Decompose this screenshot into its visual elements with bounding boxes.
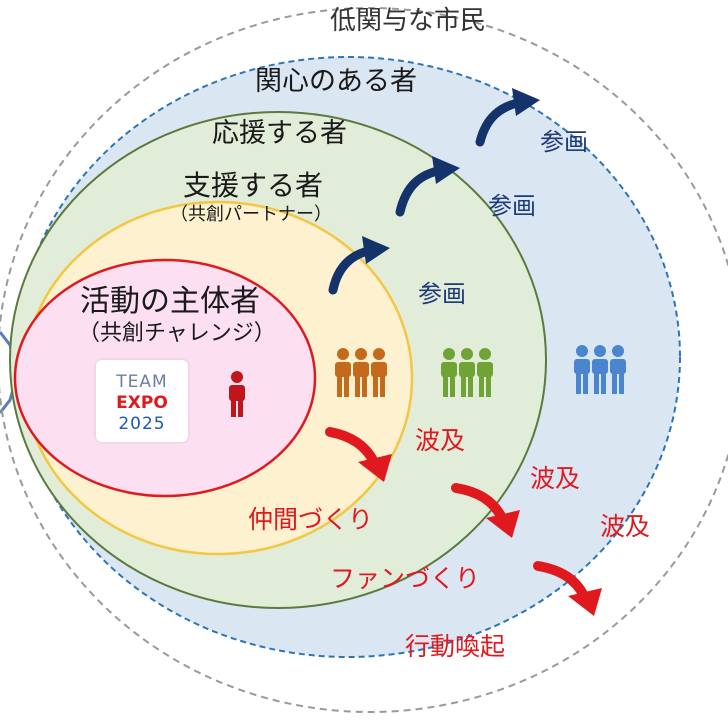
participate-label-3: 参画 [418,280,466,308]
ring-label-low-engagement: 低関与な市民 [330,6,487,36]
ring-sublabel-core-actors: （共創チャレンジ） [78,321,276,346]
spread-label-1: 波及 [415,426,466,455]
ring-label-core-actors: 活動の主体者 [80,284,260,319]
action-label-call-to-action: 行動喚起 [405,632,506,661]
ring-sublabel-partners: （共創パートナー） [170,204,332,225]
spread-arrow-2 [451,483,520,538]
spread-arrow-3 [533,561,602,616]
spread-arrow-1 [325,427,392,482]
ring-low-engagement [0,7,728,713]
participate-label-2: 参画 [488,192,536,220]
person-core-icon [229,371,245,417]
ring-label-concerned: 関心のある者 [255,66,417,97]
ring-label-partners: 支援する者 [183,169,324,202]
spread-label-3: 波及 [600,512,651,541]
logo-line-team: TEAM [116,372,168,392]
team-expo-2025-logo: TEAM EXPO 2025 [96,360,188,442]
people-concerned-icon [574,345,626,394]
logo-line-year: 2025 [118,414,166,434]
logo-line-expo: EXPO [116,393,168,413]
ring-label-supporters: 応援する者 [212,118,347,149]
participate-arrow-2 [395,156,460,217]
spread-label-2: 波及 [530,464,581,493]
people-supporters-icon [441,348,493,397]
people-partners-icon [335,348,387,397]
participate-arrow-3 [328,236,390,295]
action-label-fan-building: ファンづくり [330,564,481,593]
participate-label-1: 参画 [540,128,588,156]
participate-arrow-1 [475,88,540,147]
action-label-peer-building: 仲間づくり [248,505,374,534]
